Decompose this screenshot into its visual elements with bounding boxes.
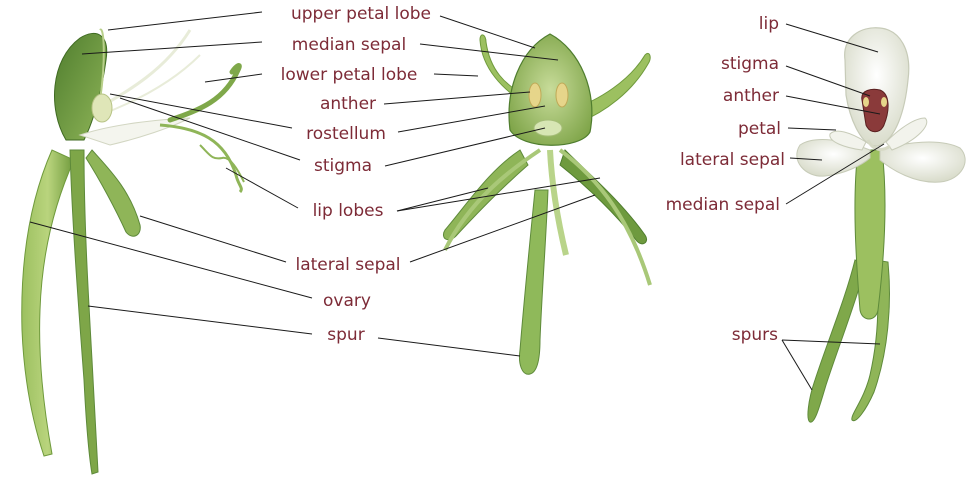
leader-petal-right (788, 128, 836, 130)
label-stigma: stigma (314, 156, 372, 176)
leader-spur-left (88, 306, 312, 334)
label-right-stigma: stigma (721, 54, 779, 74)
label-median-sepal: median sepal (292, 35, 406, 55)
right-flower (797, 28, 965, 422)
left-ovary-shape (22, 150, 74, 456)
label-right-median-sepal: median sepal (666, 195, 780, 215)
middle-anther-right (556, 83, 568, 107)
label-lower-petal-lobe: lower petal lobe (281, 65, 418, 85)
right-column-shape (862, 89, 888, 131)
label-rostellum: rostellum (306, 124, 386, 144)
label-spur: spur (327, 325, 364, 345)
left-flower (22, 30, 244, 474)
leader-spur-mid (378, 338, 520, 356)
left-lip-shape (80, 118, 190, 145)
label-right-spurs: spurs (732, 325, 778, 345)
leader-lower-petal-lobe-mid (434, 74, 478, 76)
label-lip-lobes: lip lobes (313, 201, 384, 221)
label-right-lip: lip (759, 14, 779, 34)
leader-upper-petal-lobe-mid (440, 16, 535, 48)
label-anther: anther (320, 94, 376, 114)
middle-flower (443, 34, 650, 374)
label-right-lateral-sepal: lateral sepal (680, 150, 785, 170)
label-ovary: ovary (323, 291, 371, 311)
left-lateral-sepal-shape (86, 150, 140, 236)
middle-anther-left (529, 83, 541, 107)
left-median-sepal-shape (54, 33, 106, 140)
leader-lateral-sepal-left (140, 216, 286, 262)
leader-lip-lobes-left (226, 168, 298, 208)
leader-ovary (30, 222, 312, 298)
leader-spurs-right-a (782, 340, 812, 390)
leader-upper-petal-lobe-left (108, 12, 262, 30)
label-lateral-sepal: lateral sepal (295, 255, 400, 275)
left-spur-shape (70, 150, 98, 474)
leader-anther-mid (384, 92, 530, 104)
label-right-anther: anther (723, 86, 779, 106)
label-upper-petal-lobe: upper petal lobe (291, 4, 431, 24)
label-right-petal: petal (738, 119, 781, 139)
